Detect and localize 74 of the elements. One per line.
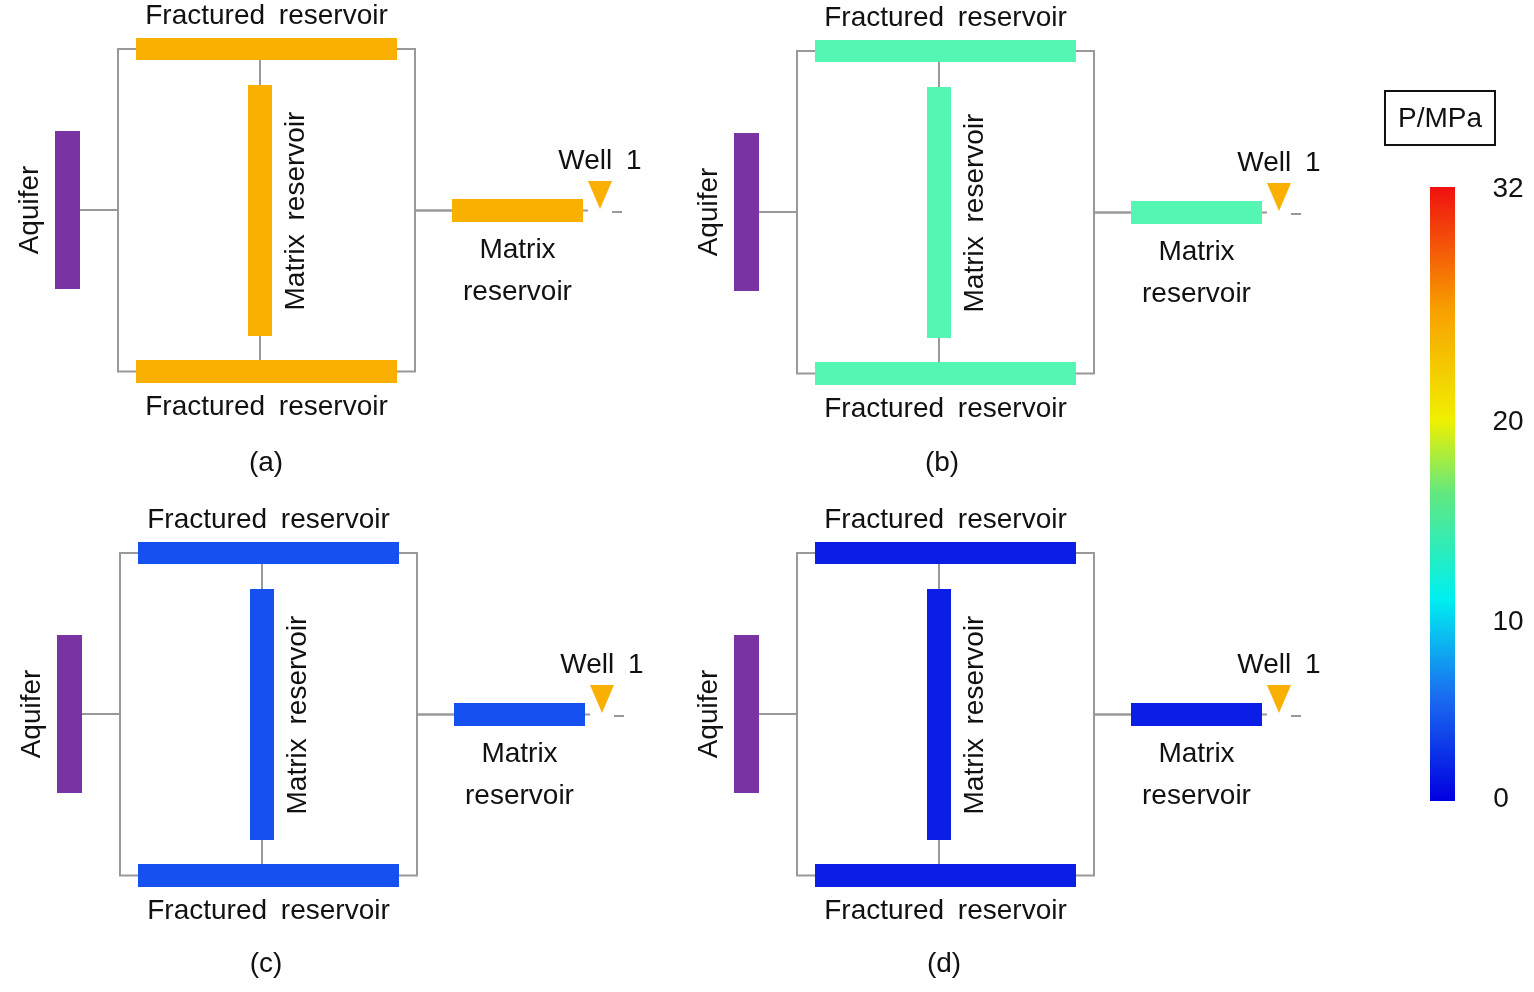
aquifer-label: Aquifer: [11, 165, 45, 255]
scale-title: P/MPa: [1384, 90, 1496, 146]
aquifer-label: Aquifer: [690, 669, 724, 759]
connector-line: [261, 839, 263, 865]
aquifer-bar: [734, 133, 759, 291]
matrix-reservoir-bar: [1131, 201, 1262, 224]
matrix-reservoir-label: Matrix reservoir: [462, 232, 573, 308]
fractured-reservoir-bar: [138, 864, 399, 887]
matrix-reservoir-bar: [927, 87, 951, 338]
connector-line: [1261, 211, 1268, 214]
well-label: Well 1: [558, 143, 642, 177]
connector-line: [396, 209, 453, 373]
scale-tick-label: 20: [1492, 405, 1524, 437]
aquifer-label: Aquifer: [690, 167, 724, 257]
matrix-reservoir-bar: [248, 85, 272, 336]
scale-tick-label: 0: [1493, 782, 1509, 814]
matrix-reservoir-label: Matrix reservoir: [278, 111, 312, 310]
connector-line: [938, 61, 940, 88]
matrix-reservoir-label: Matrix reservoir: [464, 736, 575, 812]
fractured-reservoir-bar: [136, 38, 397, 60]
matrix-reservoir-label: Matrix reservoir: [1141, 234, 1252, 310]
fractured-reservoir-label: Fractured reservoir: [824, 893, 1067, 927]
scale-tick-label: 10: [1492, 605, 1524, 637]
connector-line: [1261, 713, 1268, 716]
connector-line: [259, 59, 261, 86]
matrix-reservoir-bar: [1131, 703, 1262, 726]
fractured-reservoir-label: Fractured reservoir: [147, 502, 390, 536]
color-scale-bar: [1430, 187, 1455, 801]
fractured-reservoir-bar: [136, 360, 397, 383]
connector-line: [938, 337, 940, 363]
matrix-reservoir-bar: [452, 199, 583, 222]
connector-line: [758, 713, 816, 877]
matrix-reservoir-label: Matrix reservoir: [957, 615, 991, 814]
fractured-reservoir-bar: [815, 542, 1076, 564]
fractured-reservoir-bar: [815, 40, 1076, 62]
aquifer-bar: [55, 131, 80, 289]
matrix-reservoir-label: Matrix reservoir: [280, 615, 314, 814]
connector-line: [81, 713, 139, 877]
fractured-reservoir-bar: [815, 362, 1076, 385]
fractured-reservoir-bar: [138, 542, 399, 564]
connector-line: [79, 209, 137, 373]
panel-label: (b): [924, 446, 960, 478]
well-label: Well 1: [1237, 647, 1321, 681]
matrix-reservoir-bar: [250, 589, 274, 840]
matrix-reservoir-bar: [927, 589, 951, 840]
aquifer-bar: [57, 635, 82, 793]
panel-label: (c): [249, 947, 283, 979]
scale-tick-label: 32: [1492, 172, 1524, 204]
aquifer-label: Aquifer: [13, 669, 47, 759]
fractured-reservoir-label: Fractured reservoir: [824, 502, 1067, 536]
fractured-reservoir-label: Fractured reservoir: [145, 389, 388, 423]
aquifer-bar: [734, 635, 759, 793]
connector-line: [582, 209, 589, 212]
well-label: Well 1: [560, 647, 644, 681]
matrix-reservoir-label: Matrix reservoir: [957, 113, 991, 312]
fractured-reservoir-label: Fractured reservoir: [824, 0, 1067, 34]
connector-line: [938, 839, 940, 865]
connector-line: [584, 713, 591, 716]
connector-line: [259, 335, 261, 361]
connector-line: [938, 563, 940, 590]
panel-label: (d): [926, 947, 962, 979]
connector-line: [758, 211, 816, 375]
fractured-reservoir-label: Fractured reservoir: [824, 391, 1067, 425]
connector-line: [261, 563, 263, 590]
connector-line: [398, 713, 455, 877]
matrix-reservoir-bar: [454, 703, 585, 726]
connector-line: [1075, 713, 1132, 877]
matrix-reservoir-label: Matrix reservoir: [1141, 736, 1252, 812]
connector-line: [1075, 211, 1132, 375]
fractured-reservoir-label: Fractured reservoir: [147, 893, 390, 927]
fractured-reservoir-bar: [815, 864, 1076, 887]
fractured-reservoir-label: Fractured reservoir: [145, 0, 388, 32]
panel-label: (a): [248, 446, 284, 478]
well-label: Well 1: [1237, 145, 1321, 179]
